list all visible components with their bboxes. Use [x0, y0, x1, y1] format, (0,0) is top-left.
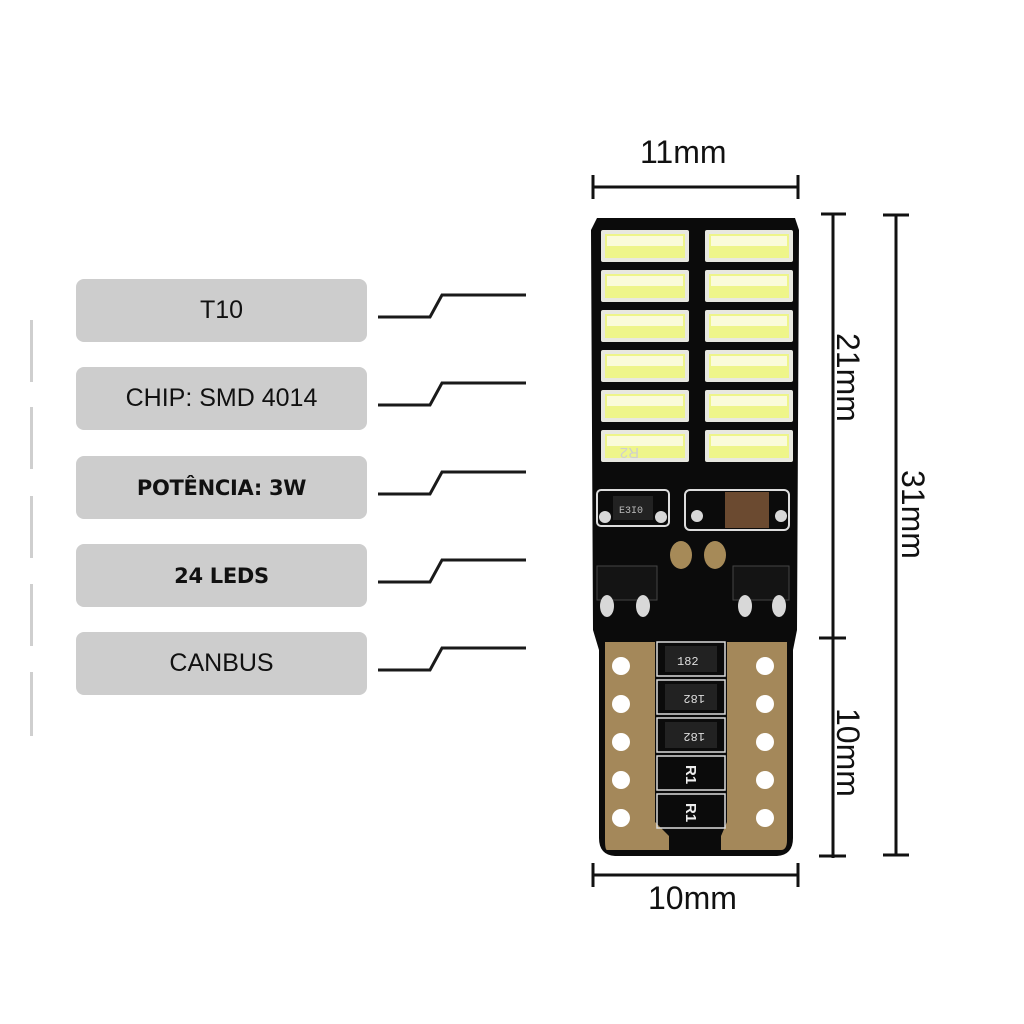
contact-hole	[756, 733, 774, 751]
resistor-code: 182	[683, 729, 705, 743]
spec-label-text: CANBUS	[169, 649, 274, 677]
dimension-base-height: 10mm	[830, 708, 866, 797]
dash-segment	[30, 320, 33, 382]
led-highlight	[711, 436, 787, 446]
copper-base: 182 182 182 R1 R1	[605, 641, 787, 850]
led-highlight	[711, 316, 787, 326]
spec-label-text: 24 LEDS	[174, 563, 269, 588]
led-highlight	[607, 316, 683, 326]
dash-segment	[30, 584, 33, 646]
contact-hole	[612, 771, 630, 789]
contact-hole	[612, 733, 630, 751]
spec-label-text: T10	[199, 296, 244, 324]
resistor-column: 182 182 182 R1 R1	[656, 641, 726, 829]
dimension-bottom-width: 10mm	[648, 880, 737, 916]
leader-line	[378, 470, 526, 496]
contact-hole	[756, 771, 774, 789]
contact-holes	[612, 657, 774, 827]
silkscreen-smd-code: E3I0	[619, 506, 643, 517]
dimension-top-width: 11mm	[640, 134, 727, 170]
dimension-line-top	[591, 175, 800, 199]
contact-hole	[612, 657, 630, 675]
dimension-line-bottom	[591, 863, 800, 887]
spec-label-canbus: CANBUS	[76, 632, 367, 695]
spec-label-text: CHIP: SMD 4014	[125, 384, 318, 412]
dash-segment	[30, 407, 33, 469]
resistor-code: 182	[677, 655, 699, 669]
led-highlight	[607, 276, 683, 286]
contact-hole	[756, 657, 774, 675]
led-grid	[601, 230, 793, 462]
t10-led-board: R2 E3I0 182 182 182	[591, 218, 799, 856]
contact-hole	[612, 809, 630, 827]
leader-line	[378, 381, 526, 407]
component-area: R2 E3I0	[596, 444, 790, 617]
led-highlight	[711, 356, 787, 366]
contact-hole	[756, 809, 774, 827]
led-highlight	[711, 236, 787, 246]
dash-segment	[30, 496, 33, 558]
dimension-lines-vertical	[819, 212, 909, 858]
contact-hole	[756, 695, 774, 713]
leader-line	[378, 293, 526, 319]
dash-segment	[30, 672, 33, 736]
led-highlight	[607, 396, 683, 406]
leader-line	[378, 558, 526, 584]
led-highlight	[607, 356, 683, 366]
copper-pad-right	[721, 642, 787, 850]
spec-label-chip: CHIP: SMD 4014	[76, 367, 367, 430]
led-highlight	[711, 396, 787, 406]
contact-hole	[612, 695, 630, 713]
spec-label-led-count: 24 LEDS	[76, 544, 367, 607]
led-highlight	[711, 276, 787, 286]
resistor-code: 182	[683, 691, 705, 705]
copper-pad-left	[605, 642, 669, 850]
dimension-led-section-height: 21mm	[830, 333, 866, 422]
leader-line	[378, 646, 526, 672]
silkscreen-r2: R2	[620, 444, 639, 461]
dimension-total-height: 31mm	[895, 470, 931, 559]
led-highlight	[607, 436, 683, 446]
led-highlight	[607, 236, 683, 246]
silkscreen-r1: R1	[682, 803, 699, 822]
silkscreen-r1: R1	[682, 765, 699, 784]
spec-label-type: T10	[76, 279, 367, 342]
spec-label-power: POTÊNCIA: 3W	[76, 456, 367, 519]
spec-label-text: POTÊNCIA: 3W	[136, 475, 307, 500]
